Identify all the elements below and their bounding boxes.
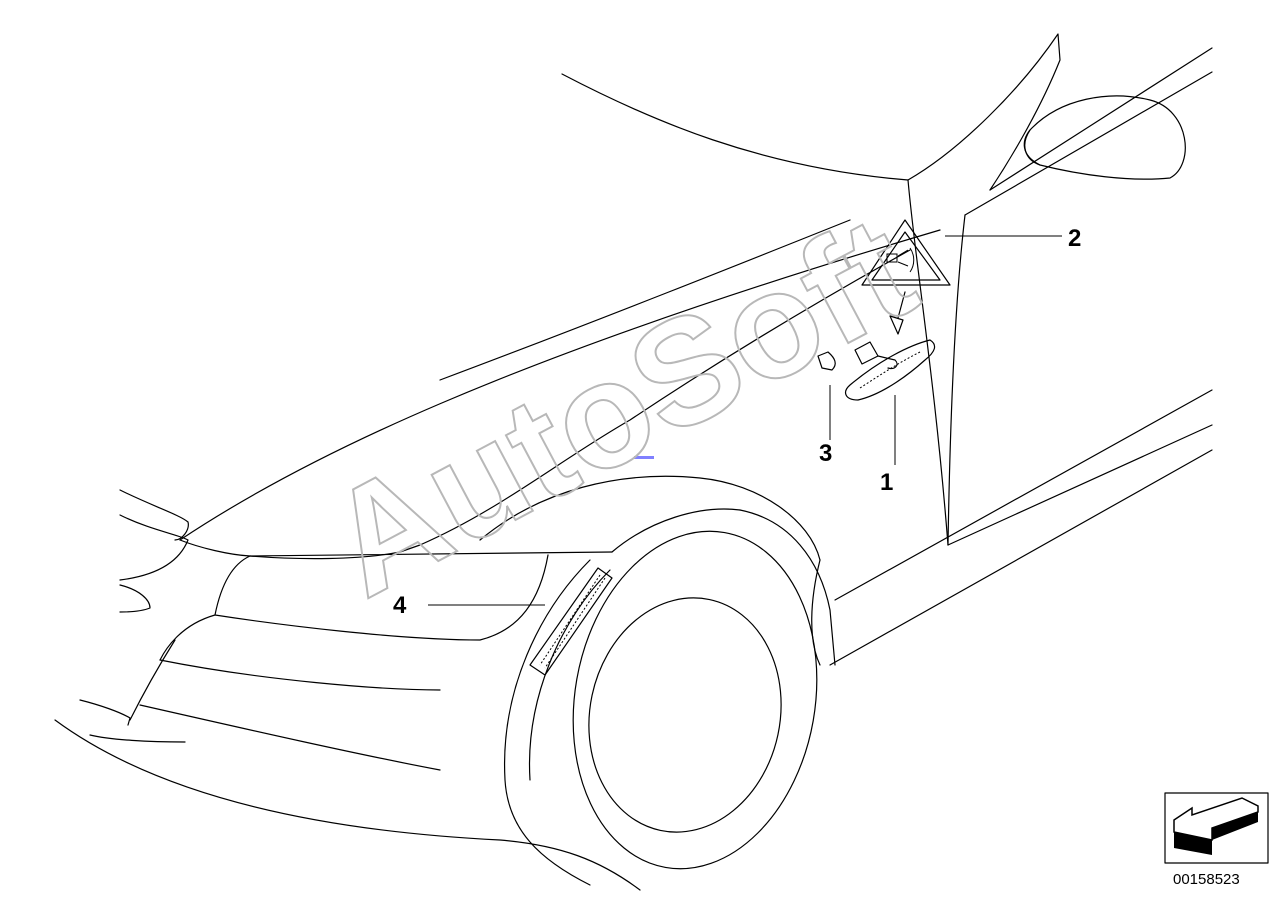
turn-indicator-assembly <box>817 291 936 401</box>
callout-4: 4 <box>393 592 407 619</box>
warning-triangle-icon <box>861 219 951 286</box>
watermark-text: AutoSoft <box>301 183 939 629</box>
car-body-outline <box>54 33 1213 891</box>
callout-1: 1 <box>880 469 893 496</box>
side-marker-strip <box>529 567 613 676</box>
callout-leaders <box>428 235 1062 606</box>
accent-mark <box>634 456 654 459</box>
arrow-back-left-icon <box>1164 792 1269 864</box>
callout-3: 3 <box>819 440 832 467</box>
diagram-reference-number: 00158523 <box>1173 871 1240 888</box>
callout-2: 2 <box>1068 225 1081 252</box>
